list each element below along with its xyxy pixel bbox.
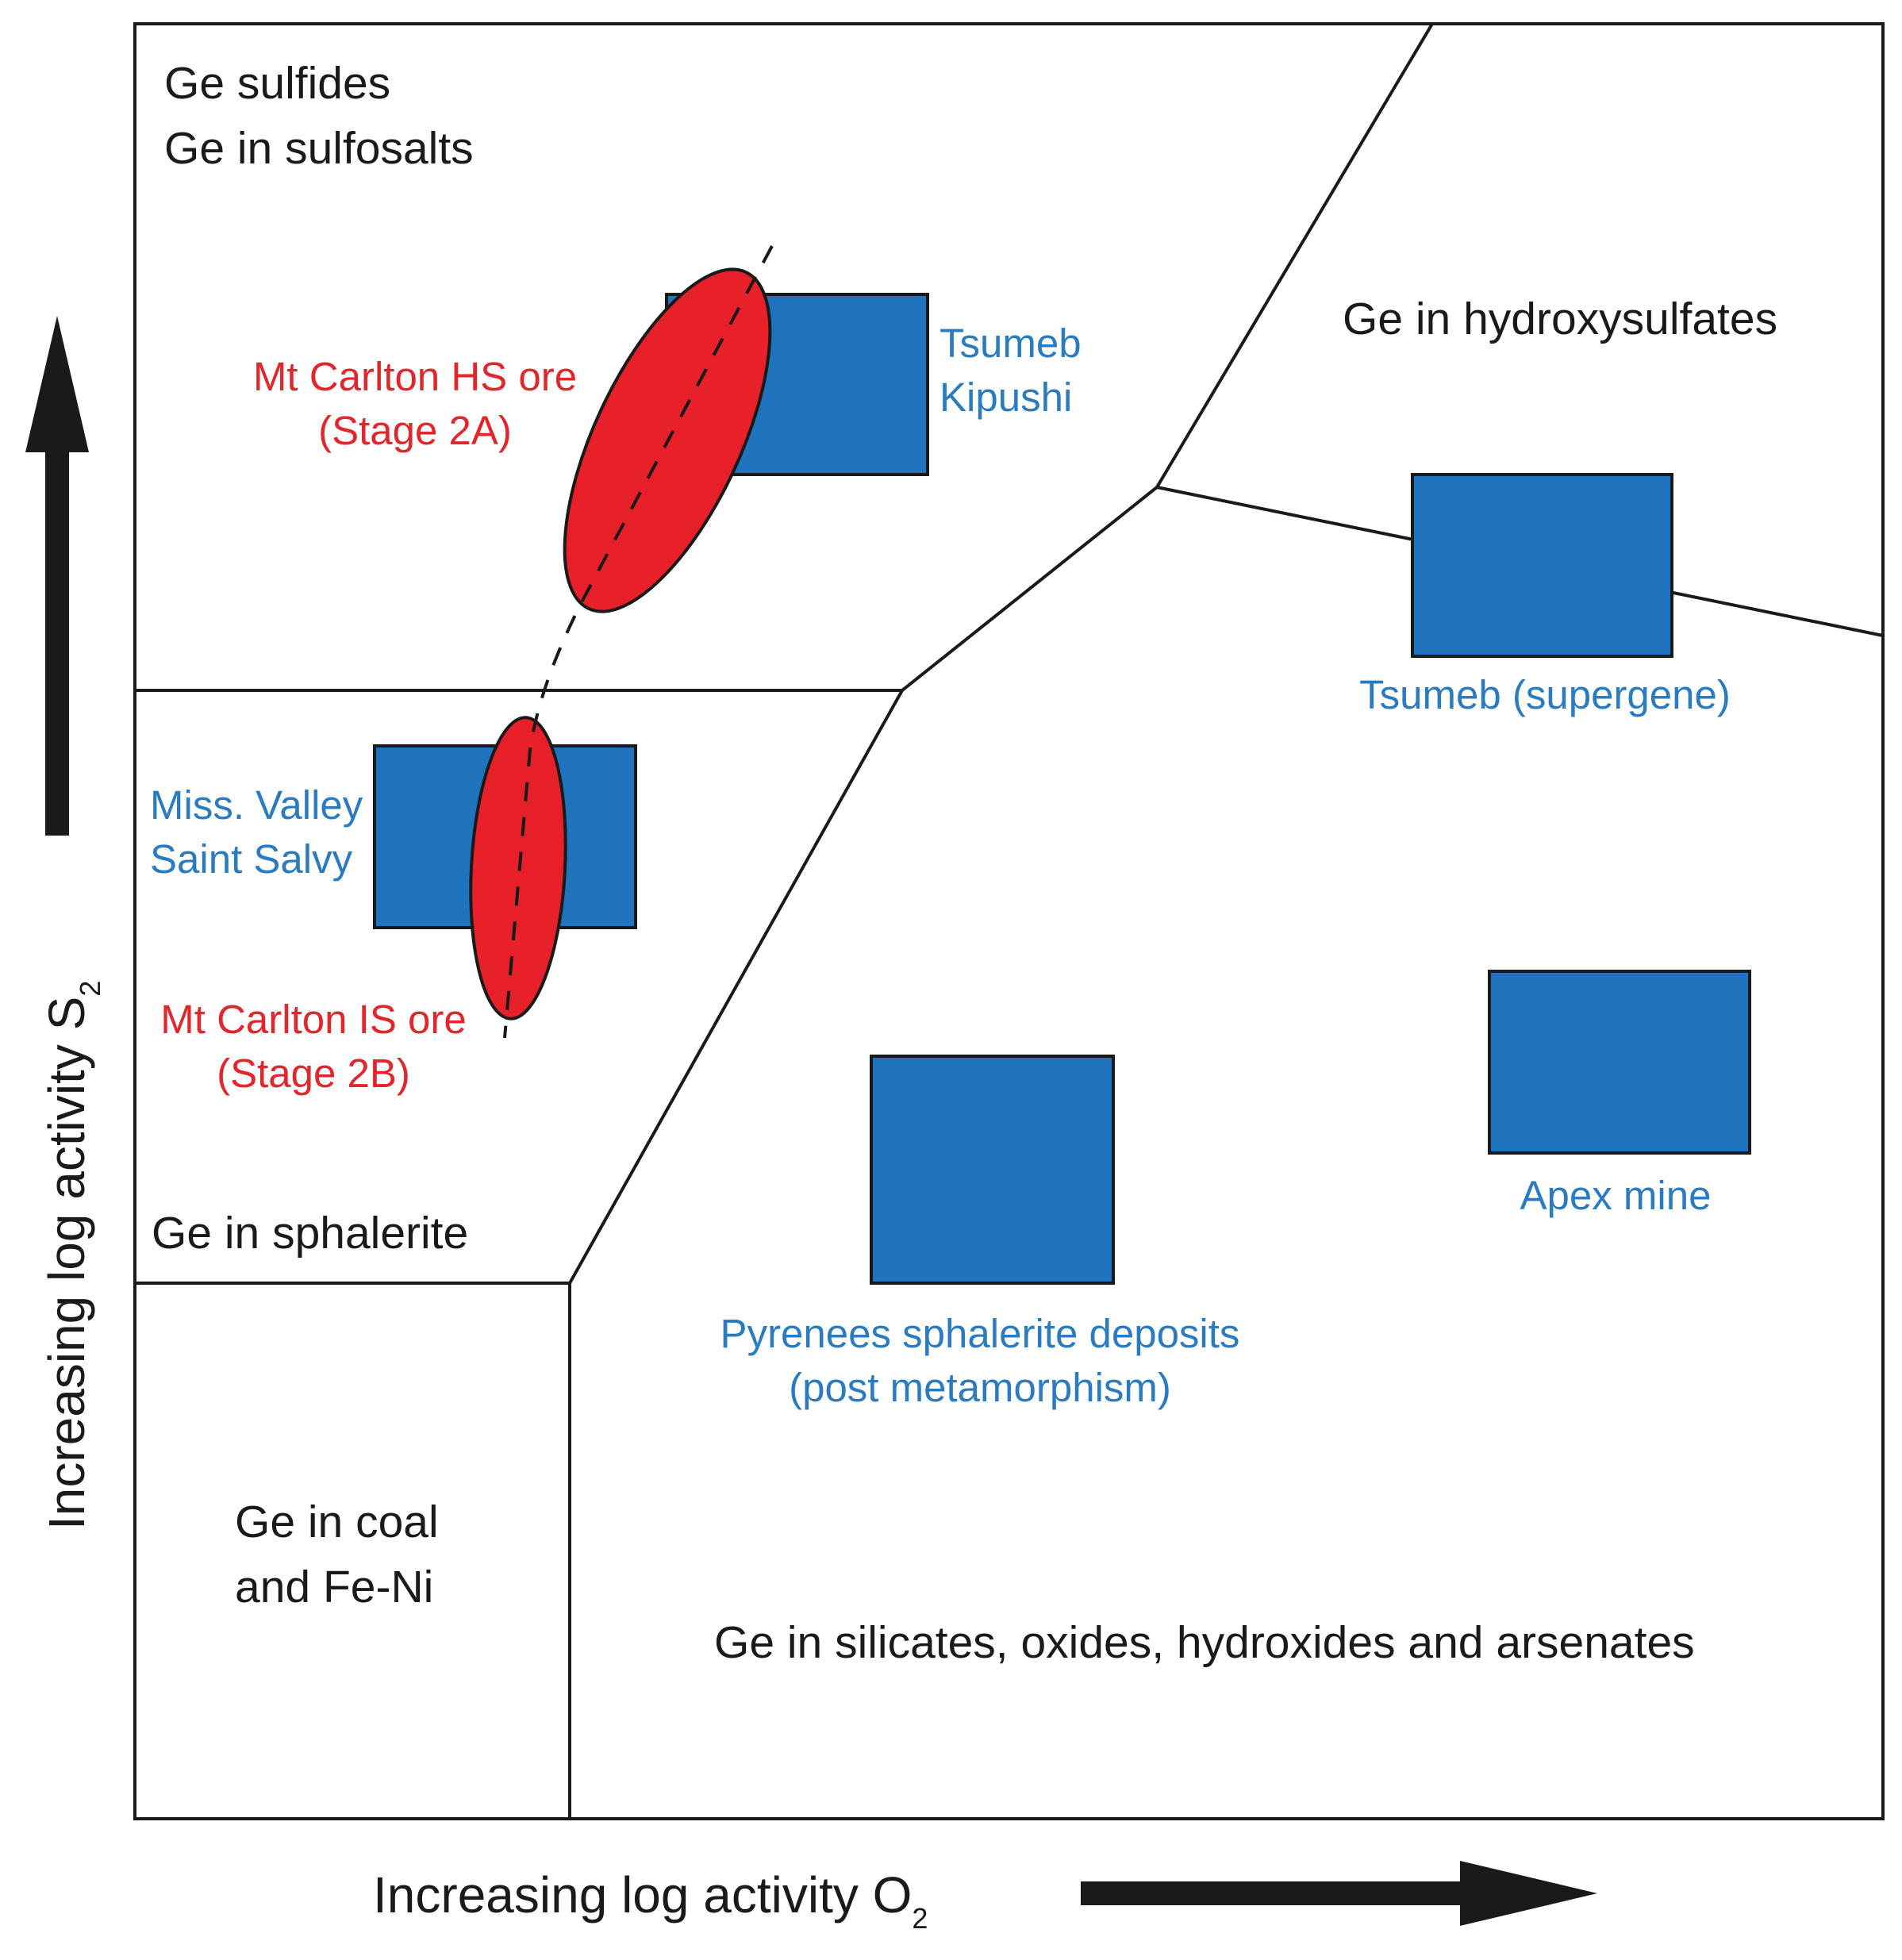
field-label-sulfides-2: Ge in sulfosalts (164, 123, 474, 174)
tsumeb-supergene-box (1411, 473, 1673, 658)
field-label-sulfides-1: Ge sulfides (164, 58, 390, 109)
label-saint-salvy: Saint Salvy (150, 836, 353, 882)
label-mt-carlton-hs-1: Mt Carlton HS ore (253, 354, 577, 399)
label-mt-carlton-is-2: (Stage 2B) (217, 1051, 410, 1096)
pyrenees-box (870, 1055, 1115, 1285)
boundary-sulfide-silicates (901, 486, 1158, 692)
boundary-sulfide-hydroxysulfates (1155, 22, 1434, 489)
label-miss-valley: Miss. Valley (150, 782, 363, 828)
apex-mine-box (1488, 970, 1751, 1155)
y-axis-label: Increasing log activity S2 (38, 981, 106, 1530)
label-mt-carlton-is-1: Mt Carlton IS ore (160, 997, 466, 1042)
field-label-coal-2: and Fe-Ni (235, 1562, 433, 1612)
y-axis-arrow (25, 316, 89, 836)
deposit-boxes (373, 293, 1751, 1285)
label-pyrenees-2: (post metamorphism) (789, 1365, 1171, 1410)
diagram-frame (133, 22, 1885, 1820)
field-label-silicates: Ge in silicates, oxides, hydroxides and … (714, 1617, 1695, 1668)
label-mt-carlton-hs-2: (Stage 2A) (318, 408, 512, 453)
x-axis-label: Increasing log activity O2 (373, 1866, 928, 1935)
label-tsumeb: Tsumeb (939, 321, 1082, 366)
field-label-sphalerite: Ge in sphalerite (152, 1208, 468, 1259)
label-tsumeb-supergene: Tsumeb (supergene) (1359, 672, 1731, 717)
boundary-sphalerite-silicates (568, 690, 904, 1284)
label-apex-mine: Apex mine (1520, 1173, 1712, 1218)
label-kipushi: Kipushi (939, 375, 1072, 420)
label-pyrenees-1: Pyrenees sphalerite deposits (720, 1311, 1240, 1356)
x-axis-arrow (1081, 1861, 1597, 1926)
field-label-hydroxysulfates: Ge in hydroxysulfates (1343, 294, 1777, 344)
field-boundaries (135, 22, 1884, 1819)
field-label-coal-1: Ge in coal (235, 1497, 439, 1547)
